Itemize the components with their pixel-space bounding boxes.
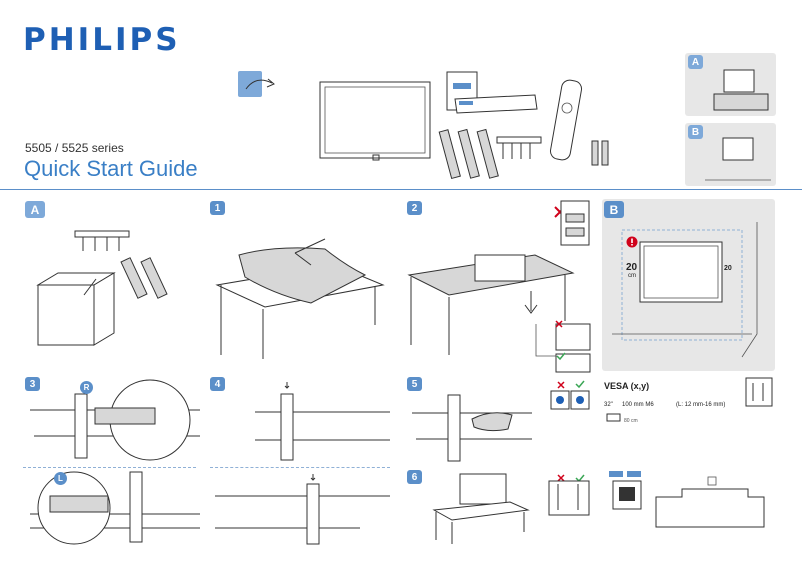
tighten-screw-illustration (412, 394, 532, 462)
vesa-screw-length: (L: 12 mm-16 mm) (676, 402, 726, 408)
table-with-cloth-illustration (215, 238, 385, 359)
page-title: Quick Start Guide (24, 156, 198, 181)
screw-direction-icons (550, 390, 590, 410)
wall-clearance-illustration (612, 222, 758, 358)
mount-option-b-badge: B (688, 125, 703, 139)
stand-legs-icon (120, 257, 168, 299)
attach-stand-right-illustration (30, 379, 200, 461)
tv-illustration (319, 81, 431, 161)
step-3-badge: 3 (25, 377, 40, 391)
cable-icon (606, 413, 621, 422)
stand-check-icons (548, 480, 590, 516)
screws-pack-icon (74, 230, 130, 251)
step-a-badge: A (25, 201, 45, 218)
row-divider (210, 467, 390, 468)
mount-option-a-badge: A (688, 55, 703, 69)
screw-stand-left-illustration (215, 474, 390, 545)
cable-length: 80 cm (624, 418, 638, 424)
step-5-badge: 5 (407, 377, 422, 391)
turn-page-arrow-icon (245, 78, 275, 90)
right-stand-marker: R (80, 381, 93, 394)
unpack-box-illustration (36, 272, 116, 346)
row-divider (23, 467, 196, 468)
step-4-badge: 4 (210, 377, 225, 391)
vesa-spec: 100 mm M6 (622, 402, 654, 408)
remote-control-icon (549, 79, 583, 161)
tv-face-down-illustration (407, 254, 575, 355)
check-icon (556, 352, 566, 361)
clearance-right-value: 20 (724, 265, 732, 272)
cross-icon (557, 381, 565, 389)
vesa-size: 32" (604, 402, 613, 408)
attach-stand-left-illustration (30, 471, 200, 545)
batteries-icon (591, 140, 609, 166)
cross-icon (555, 320, 563, 328)
cross-icon (557, 474, 565, 482)
step-6-badge: 6 (407, 470, 422, 484)
table-stand-illustration (713, 69, 769, 111)
step-b-badge: B (604, 201, 624, 218)
clearance-left-value: 20 (626, 262, 638, 273)
wrong-placement-icon (560, 200, 590, 246)
step-1-badge: 1 (210, 201, 225, 215)
screw-stand-illustration (255, 382, 390, 461)
wall-bracket-icon (745, 377, 773, 407)
left-stand-marker: L (54, 472, 67, 485)
wall-mount-illustration (705, 137, 771, 181)
step-2-badge: 2 (407, 201, 422, 215)
series-label: 5505 / 5525 series (25, 141, 124, 155)
screws-icon (496, 136, 542, 159)
manual-leaflets-icon (446, 71, 538, 114)
clearance-left-unit: cm (628, 273, 636, 279)
place-tv-on-table-illustration (432, 473, 530, 544)
bracket-legend-icon (609, 471, 642, 510)
stand-legs-icon (438, 128, 499, 180)
philips-logo: PHILIPS (23, 22, 181, 58)
vesa-title: VESA (x,y) (604, 381, 650, 391)
cable-routing-illustration (535, 323, 591, 373)
check-icon (575, 380, 585, 389)
warning-icon (626, 236, 638, 248)
header-divider (0, 189, 802, 190)
tv-back-vesa-illustration (655, 476, 765, 528)
